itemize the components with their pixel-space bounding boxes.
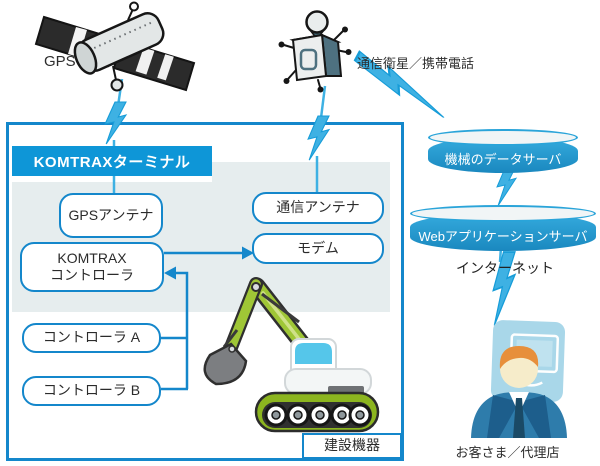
lightning-bolt-icon [104, 50, 517, 327]
machine-data-server-cylinder: 機械のデータサーバ [428, 129, 578, 173]
gps-antenna-box: GPSアンテナ [59, 193, 163, 238]
machine-data-server-label: 機械のデータサーバ [444, 151, 562, 167]
komtrax-terminal-title: KOMTRAXターミナル [12, 146, 212, 176]
customer-icon [471, 320, 567, 438]
modem-label: モデム [297, 239, 339, 256]
web-app-server-cylinder: Webアプリケーションサーバ [410, 205, 596, 251]
komtrax-controller-label-line1: KOMTRAX [57, 249, 127, 266]
komtrax-terminal-title-text: KOMTRAXターミナル [33, 153, 191, 171]
arrowheads [164, 246, 254, 280]
comm-antenna-box: 通信アンテナ [252, 192, 384, 224]
modem-box: モデム [252, 233, 384, 264]
controller-b-box: コントローラ B [22, 376, 161, 406]
construction-equipment-box: 建設機器 [302, 433, 402, 459]
controller-b-label: コントローラ B [42, 382, 141, 399]
web-app-server-label: Webアプリケーションサーバ [418, 228, 588, 244]
gps-label: GPS [44, 53, 76, 70]
gps-antenna-label: GPSアンテナ [68, 206, 154, 223]
construction-equipment-label: 建設機器 [324, 437, 380, 454]
internet-label: インターネット [456, 260, 554, 276]
cylinder-top [410, 205, 596, 222]
komtrax-controller-label-line2: コントローラ [50, 267, 134, 283]
comm-satellite-label: 通信衛星／携帯電話 [357, 56, 475, 71]
customer-label: お客さま／代理店 [455, 445, 560, 460]
controller-a-box: コントローラ A [22, 323, 161, 353]
comm-satellite-icon [278, 10, 352, 93]
controller-a-label: コントローラ A [42, 329, 141, 346]
band-gap [12, 176, 212, 182]
gps-satellite-icon [34, 1, 196, 92]
cylinder-top [428, 129, 578, 146]
komtrax-controller-box: KOMTRAX コントローラ [20, 242, 164, 292]
controller-wiring [161, 251, 243, 391]
excavator-icon [203, 277, 380, 433]
comm-antenna-label: 通信アンテナ [276, 199, 360, 216]
